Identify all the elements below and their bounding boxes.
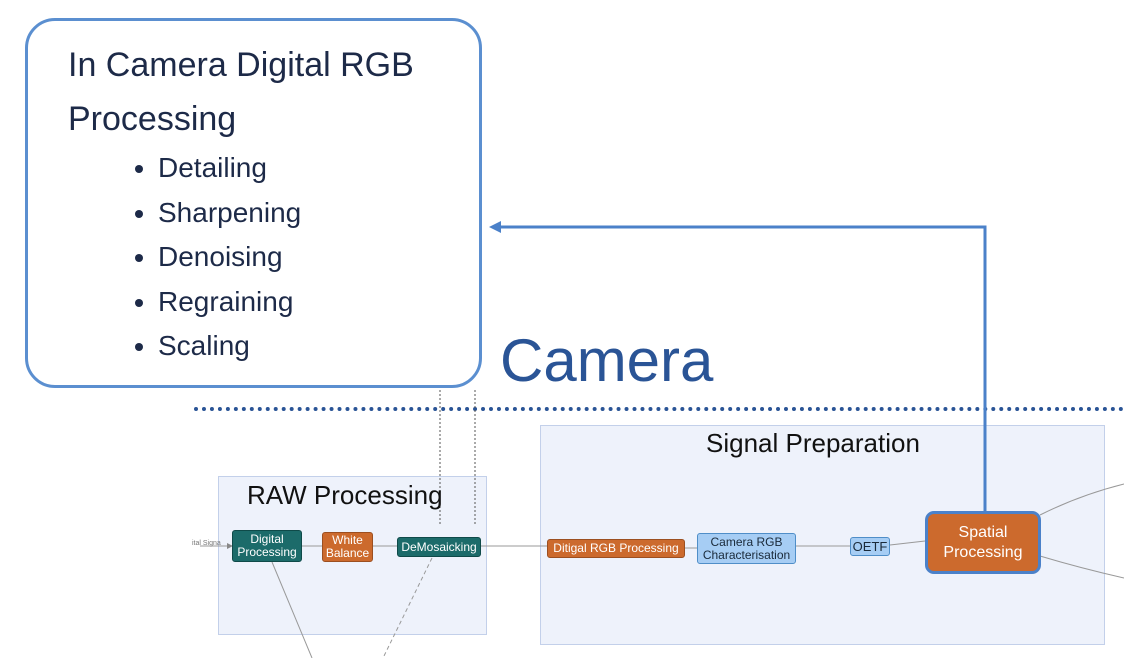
signal-preparation-title: Signal Preparation <box>706 428 920 458</box>
camera-rgb-characterisation-node: Camera RGB Characterisation <box>697 533 796 564</box>
edge-spatial-out-upper <box>1039 483 1124 516</box>
list-item: Scaling <box>158 324 301 369</box>
raw-processing-title: RAW Processing <box>247 480 443 510</box>
edge-demosaic-down <box>382 557 433 658</box>
camera-boundary-line <box>194 407 1124 411</box>
demosaicking-node: DeMosaicking <box>397 537 481 557</box>
digital-rgb-processing-node: Ditigal RGB Processing <box>547 539 685 558</box>
callout-list: Detailing Sharpening Denoising Regrainin… <box>100 146 301 369</box>
digital-processing-node: Digital Processing <box>232 530 302 562</box>
list-item: Regraining <box>158 280 301 325</box>
input-signal-label: ital Signa <box>192 540 221 547</box>
edge-oetf-to-spatial <box>889 540 926 546</box>
list-item: Detailing <box>158 146 301 191</box>
list-item: Sharpening <box>158 191 301 236</box>
edge-spatial-out-lower <box>1039 555 1124 579</box>
spatial-processing-node: Spatial Processing <box>925 511 1041 574</box>
camera-label: Camera <box>500 327 714 394</box>
spatial-to-callout-arrowhead <box>489 221 501 233</box>
white-balance-node: White Balance <box>322 532 373 562</box>
edge-digital-down <box>271 561 313 658</box>
list-item: Denoising <box>158 235 301 280</box>
callout-box <box>25 18 482 388</box>
spatial-to-callout-arrow <box>500 225 987 512</box>
callout-title: In Camera Digital RGB Processing <box>68 46 414 138</box>
oetf-node: OETF <box>850 537 890 556</box>
